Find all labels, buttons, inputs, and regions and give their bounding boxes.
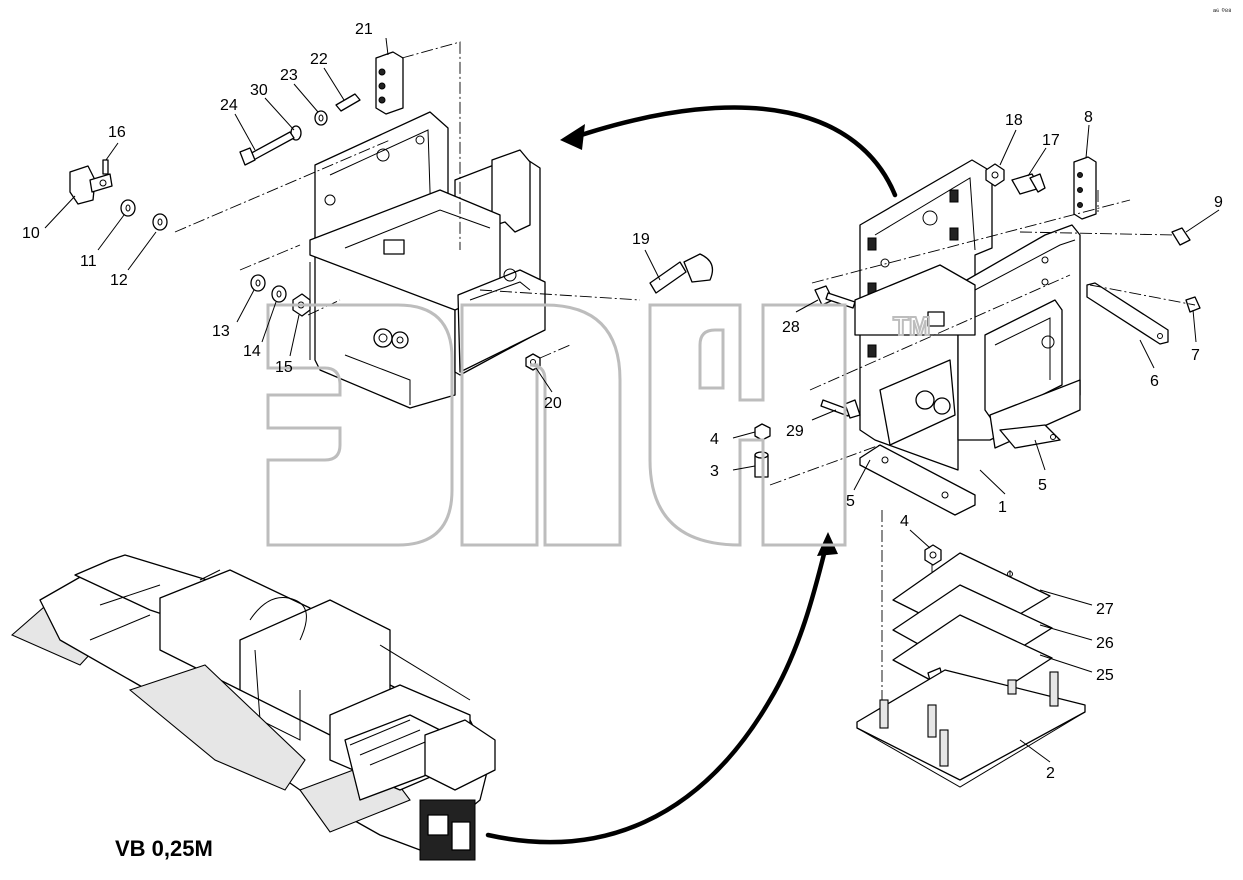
leader-lines bbox=[44, 37, 1220, 763]
left-bracket-assembly bbox=[309, 111, 546, 409]
callout-6: 6 bbox=[1150, 373, 1159, 390]
callout-labels: 21 22 23 30 24 16 10 11 12 13 14 15 19 2… bbox=[22, 21, 1223, 782]
callout-15: 15 bbox=[275, 359, 293, 376]
callout-5a: 5 bbox=[846, 493, 855, 510]
callout-7: 7 bbox=[1191, 347, 1200, 364]
callout-30: 30 bbox=[250, 82, 268, 99]
callout-20: 20 bbox=[544, 395, 562, 412]
left-small-parts bbox=[69, 41, 714, 371]
callout-18: 18 bbox=[1005, 112, 1023, 129]
callout-8: 8 bbox=[1084, 109, 1093, 126]
callout-10: 10 bbox=[22, 225, 40, 242]
callout-11: 11 bbox=[80, 253, 97, 270]
callout-23: 23 bbox=[280, 67, 298, 84]
right-bracket-assembly bbox=[754, 156, 1201, 700]
callout-26: 26 bbox=[1096, 635, 1114, 652]
callout-17: 17 bbox=[1042, 132, 1060, 149]
callout-1: 1 bbox=[998, 499, 1007, 516]
callout-19: 19 bbox=[632, 231, 650, 248]
callout-2: 2 bbox=[1046, 765, 1055, 782]
watermark-logo: TM bbox=[266, 303, 932, 547]
machine-overview bbox=[10, 554, 496, 861]
callout-24: 24 bbox=[220, 97, 238, 114]
callout-22: 22 bbox=[310, 51, 328, 68]
assembly-arrows bbox=[485, 105, 898, 845]
callout-28: 28 bbox=[782, 319, 800, 336]
callout-9: 9 bbox=[1214, 194, 1223, 211]
callout-4b: 4 bbox=[900, 513, 909, 530]
callout-27: 27 bbox=[1096, 601, 1114, 618]
callout-12: 12 bbox=[110, 272, 128, 289]
callout-3: 3 bbox=[710, 463, 719, 480]
callout-14: 14 bbox=[243, 343, 261, 360]
callout-25: 25 bbox=[1096, 667, 1114, 684]
model-label: VB 0,25M bbox=[115, 836, 213, 861]
corner-code: ᵃ⁶ ⁰⁸⁸ bbox=[1213, 7, 1231, 16]
callout-13: 13 bbox=[212, 323, 230, 340]
base-plate-stack bbox=[856, 544, 1086, 788]
callout-4a: 4 bbox=[710, 431, 719, 448]
callout-21: 21 bbox=[355, 21, 373, 38]
callout-5b: 5 bbox=[1038, 477, 1047, 494]
callout-16: 16 bbox=[108, 124, 126, 141]
callout-29: 29 bbox=[786, 423, 804, 440]
watermark-tm: TM bbox=[893, 311, 931, 341]
